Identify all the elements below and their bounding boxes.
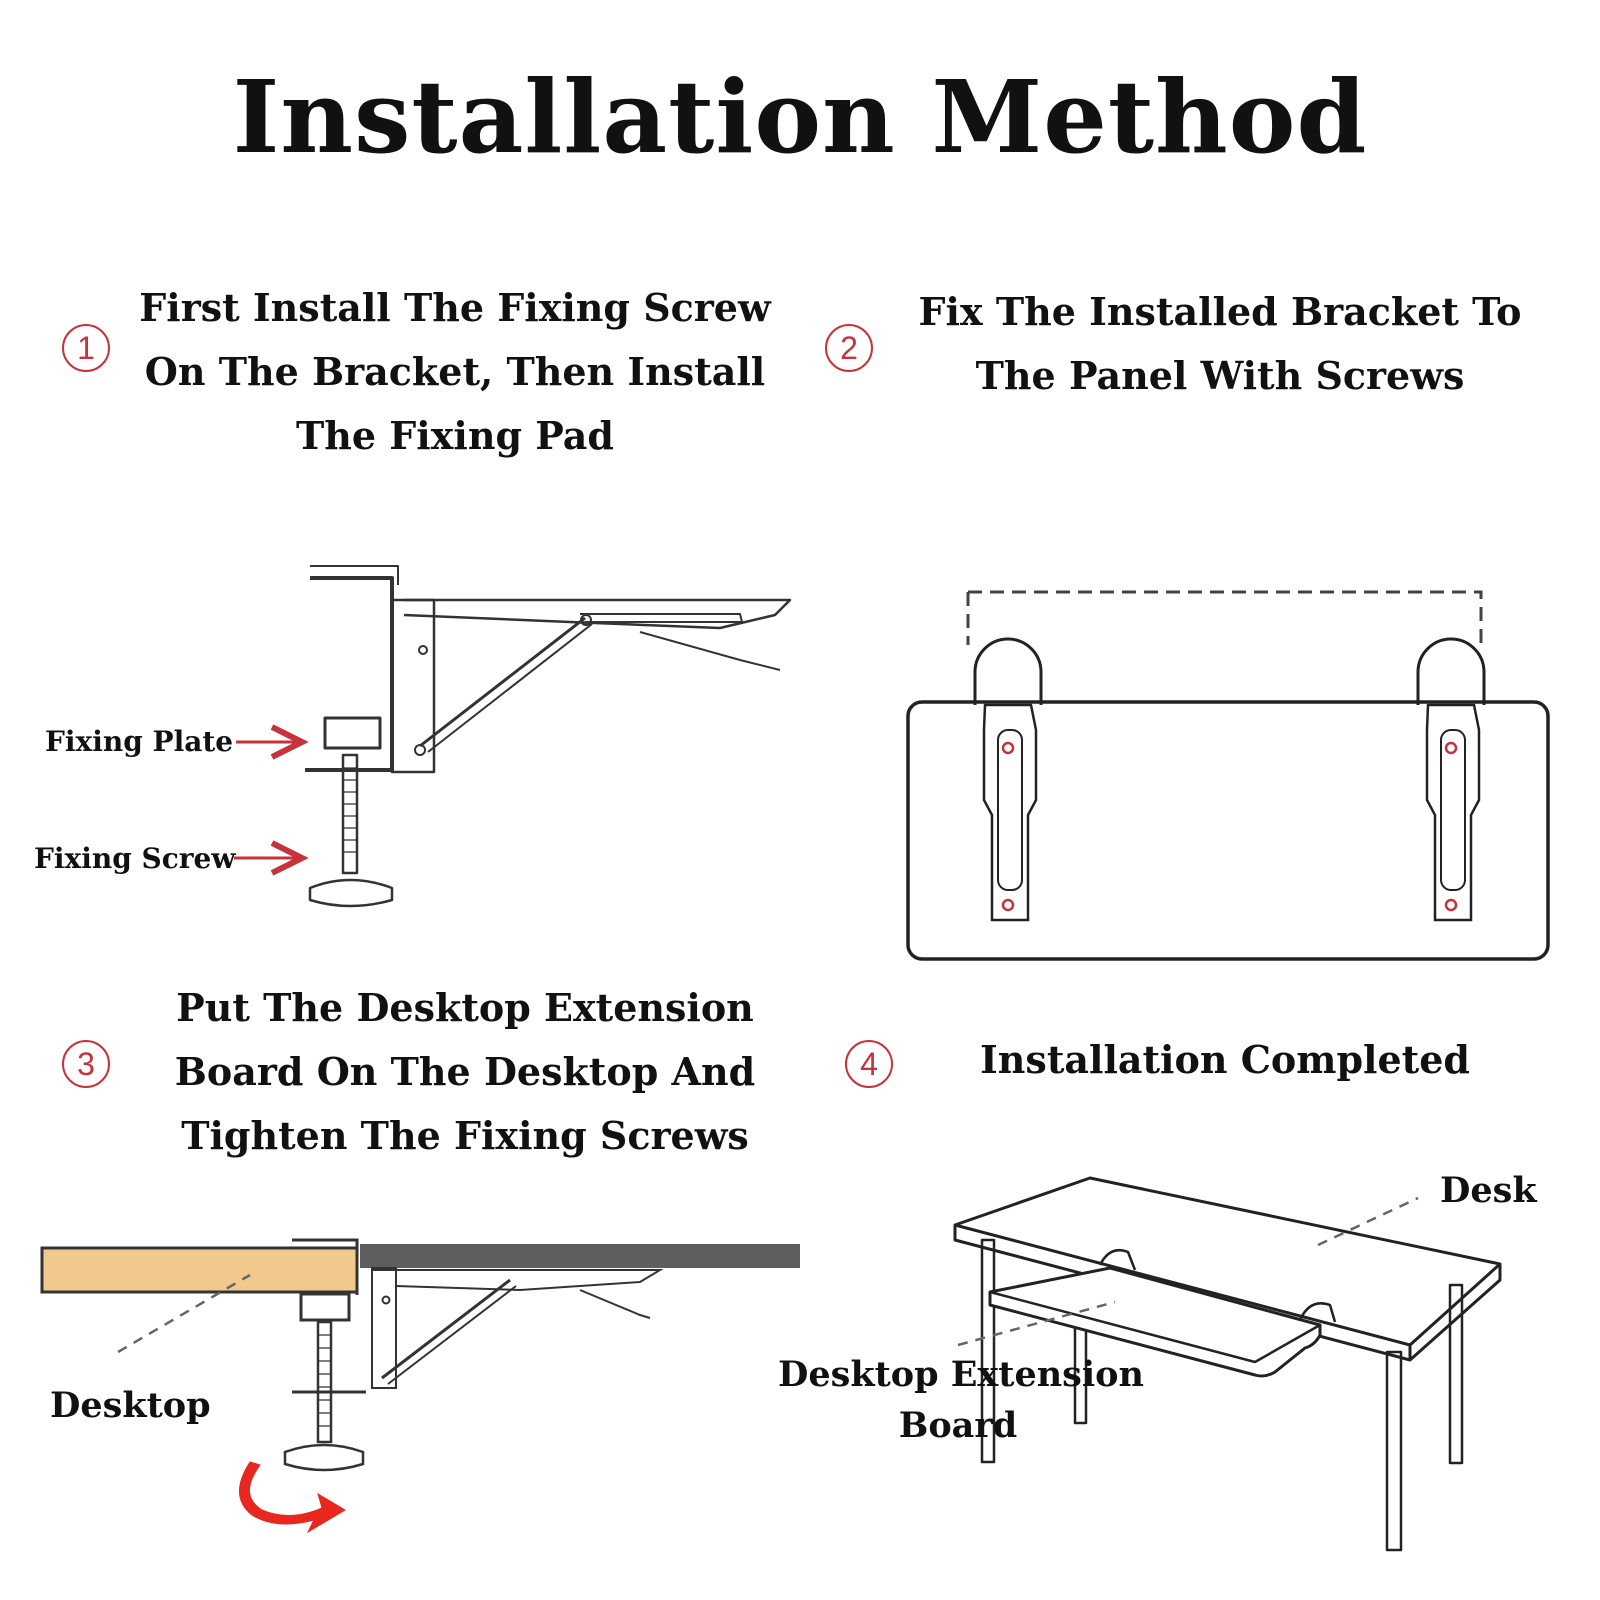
tighten-rotation-arrow [239, 1461, 346, 1534]
fixing-screw-label: Fixing Screw [34, 842, 236, 875]
fixing-plate-label: Fixing Plate [45, 725, 234, 758]
step-1-text: First Install The Fixing Screw On The Br… [139, 285, 771, 458]
extension-board-label-line2: Board [898, 1405, 1018, 1446]
step-1-number: 1 [62, 324, 110, 372]
step-1-bracket-illustration [305, 565, 792, 908]
desktop-label: Desktop [50, 1385, 211, 1426]
step-3-number: 3 [62, 1040, 110, 1088]
page-title: Installation Method [232, 58, 1368, 176]
step-3-text: Put The Desktop Extension Board On The D… [174, 985, 756, 1158]
step-3-mounting-illustration [40, 1238, 800, 1534]
step-2-panel-illustration [906, 590, 1550, 961]
step-2-text: Fix The Installed Bracket To The Panel W… [918, 289, 1522, 398]
extension-board-label-line1: Desktop Extension [778, 1354, 1144, 1395]
desk-label: Desk [1440, 1170, 1537, 1211]
step-2-number: 2 [825, 324, 873, 372]
step-4-text: Installation Completed [980, 1037, 1470, 1082]
step-4-desk-illustration [953, 1176, 1502, 1552]
step-4-number: 4 [845, 1040, 893, 1088]
